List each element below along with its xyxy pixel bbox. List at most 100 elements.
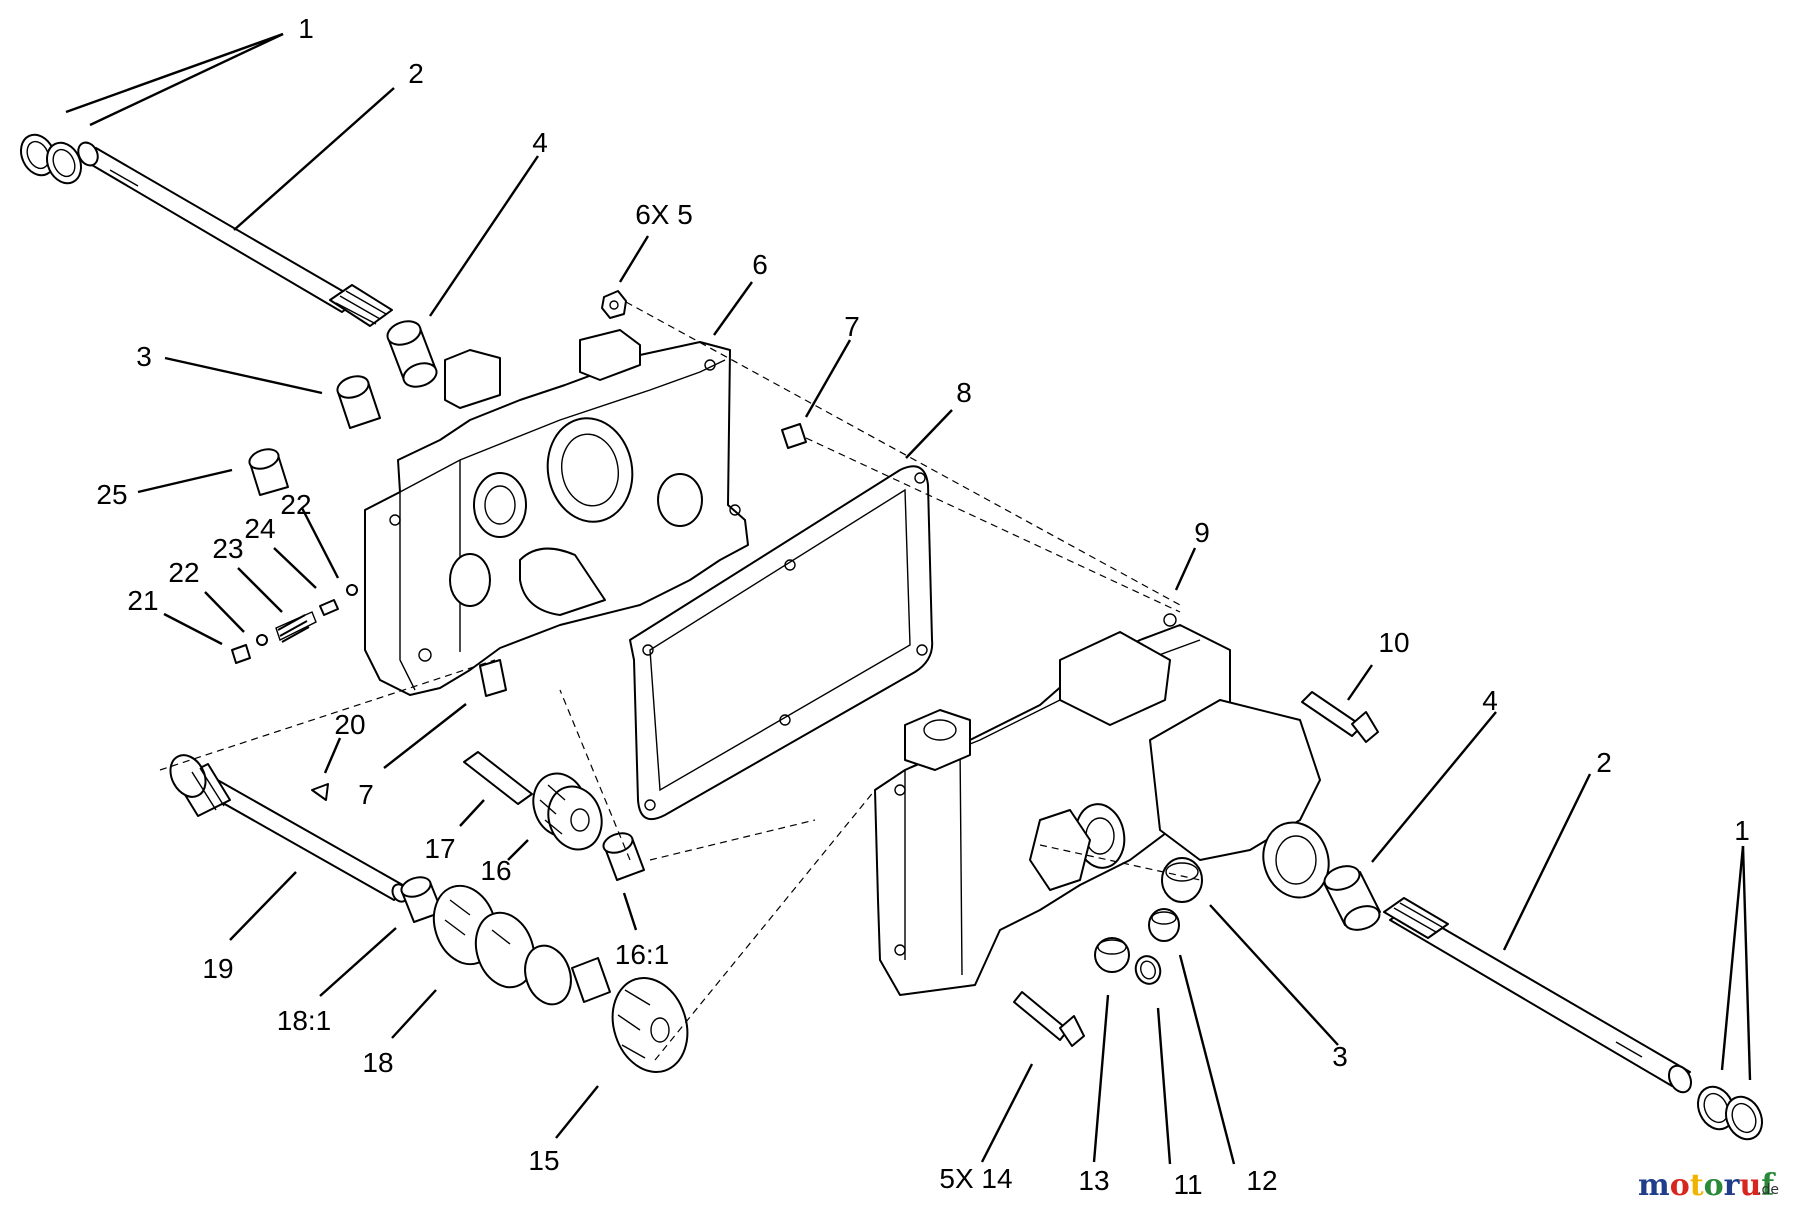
parts-layer — [19, 133, 1763, 1141]
part-seal-rings-right — [1697, 1085, 1763, 1141]
leader-12 — [1178, 954, 1236, 1165]
callout-19: 19 — [202, 953, 233, 984]
callout-13: 13 — [1078, 1165, 1109, 1196]
leader-10 — [1347, 664, 1373, 701]
leader-18-1 — [319, 927, 397, 997]
part-gear-15 — [571, 957, 689, 1073]
callout-labels: 1 2 4 6X 5 6 7 3 8 25 24 22 23 22 21 9 1… — [96, 13, 1749, 1200]
part-bushing-right-3 — [1161, 857, 1203, 903]
part-bushing-16-1 — [602, 832, 645, 881]
callout-25: 25 — [96, 479, 127, 510]
leader-7a — [804, 339, 852, 418]
part-bolt-10 — [1301, 691, 1379, 743]
leader-18 — [391, 989, 437, 1039]
callout-7-lower: 7 — [358, 779, 374, 810]
callout-17: 17 — [424, 833, 455, 864]
leader-22b — [204, 591, 245, 633]
watermark-letter: r — [1724, 1168, 1741, 1203]
callout-18: 18 — [362, 1047, 393, 1078]
leader-6x5 — [618, 235, 650, 283]
leader-19 — [229, 871, 297, 941]
part-cluster-gear-18 — [432, 884, 572, 1006]
watermark-letter: u — [1739, 1168, 1761, 1203]
part-dowel-pin-7-lower — [479, 659, 507, 697]
part-housing-right — [874, 613, 1330, 996]
leader-1a-2 — [89, 32, 284, 127]
callout-1-top: 1 — [298, 13, 314, 44]
callout-16-1: 16:1 — [615, 939, 670, 970]
part-12 — [1148, 908, 1180, 942]
watermark-letter: o — [1670, 1168, 1690, 1203]
callout-2-right: 2 — [1596, 747, 1612, 778]
motoruf-logo: motoruf .de — [1638, 1168, 1779, 1203]
leader-16-1 — [622, 892, 638, 931]
part-bushing-3-left — [336, 375, 381, 429]
watermark-letter: t — [1690, 1168, 1704, 1203]
callout-16: 16 — [480, 855, 511, 886]
leader-4b — [1371, 711, 1497, 863]
watermark-suffix: .de — [1757, 1182, 1779, 1198]
leader-17 — [459, 799, 485, 827]
watermark-letter: o — [1704, 1168, 1724, 1203]
callout-2-top: 2 — [408, 58, 424, 89]
callout-23: 23 — [212, 533, 243, 564]
callout-4-top: 4 — [532, 127, 548, 158]
part-bushing-25 — [248, 448, 289, 496]
part-axle-shaft-left — [77, 141, 393, 327]
leader-16 — [507, 839, 529, 861]
callout-6x5: 6X 5 — [635, 199, 693, 230]
leader-24 — [273, 547, 317, 589]
leader-3b — [1209, 904, 1339, 1046]
part-bolt-14 — [1013, 991, 1085, 1047]
callout-9: 9 — [1194, 517, 1210, 548]
leader-25 — [137, 468, 233, 494]
leader-2b — [1502, 773, 1592, 951]
callout-5x14: 5X 14 — [939, 1163, 1012, 1194]
leader-15 — [555, 1085, 599, 1139]
callout-1-right: 1 — [1734, 815, 1750, 846]
leader-5x14 — [980, 1063, 1034, 1163]
leader-3a — [164, 356, 323, 395]
part-bushing-upper — [386, 320, 438, 388]
part-seal-rings-left — [19, 133, 83, 185]
part-detent-assembly — [231, 584, 358, 664]
callout-3-right: 3 — [1332, 1041, 1348, 1072]
callout-22-lower: 22 — [168, 557, 199, 588]
leader-2a — [233, 87, 395, 231]
part-gear-16 — [532, 772, 603, 851]
leader-1b-1 — [1720, 845, 1745, 1071]
callout-20: 20 — [334, 709, 365, 740]
part-key-20 — [311, 783, 329, 801]
leader-4a — [429, 155, 539, 317]
part-bushing-right-4 — [1323, 865, 1381, 931]
part-nut-6 — [601, 290, 627, 319]
leader-20 — [323, 737, 342, 774]
callout-12: 12 — [1246, 1165, 1277, 1196]
part-bushing-18-1 — [400, 876, 443, 923]
leader-7b — [383, 703, 467, 769]
part-gasket-8 — [629, 465, 934, 820]
callout-24: 24 — [244, 513, 275, 544]
part-13 — [1094, 937, 1130, 973]
leader-21 — [163, 612, 223, 646]
watermark-letter: f — [1761, 1168, 1776, 1203]
leader-8 — [905, 409, 953, 459]
part-pin-17 — [463, 751, 533, 805]
callout-6: 6 — [752, 249, 768, 280]
leader-1a-1 — [65, 32, 284, 114]
part-axle-shaft-right — [1383, 897, 1693, 1094]
part-input-shaft-19 — [169, 754, 409, 903]
leader-lines — [65, 32, 1752, 1165]
callout-15: 15 — [528, 1145, 559, 1176]
watermark-text: motoruf — [1638, 1168, 1776, 1203]
callout-10: 10 — [1378, 627, 1409, 658]
leader-22a — [300, 507, 340, 579]
callout-3-left: 3 — [136, 341, 152, 372]
callout-11: 11 — [1173, 1169, 1202, 1200]
callout-8: 8 — [956, 377, 972, 408]
callout-21: 21 — [127, 585, 158, 616]
part-dowel-pin-7-upper — [781, 423, 807, 449]
leader-11 — [1156, 1007, 1172, 1165]
